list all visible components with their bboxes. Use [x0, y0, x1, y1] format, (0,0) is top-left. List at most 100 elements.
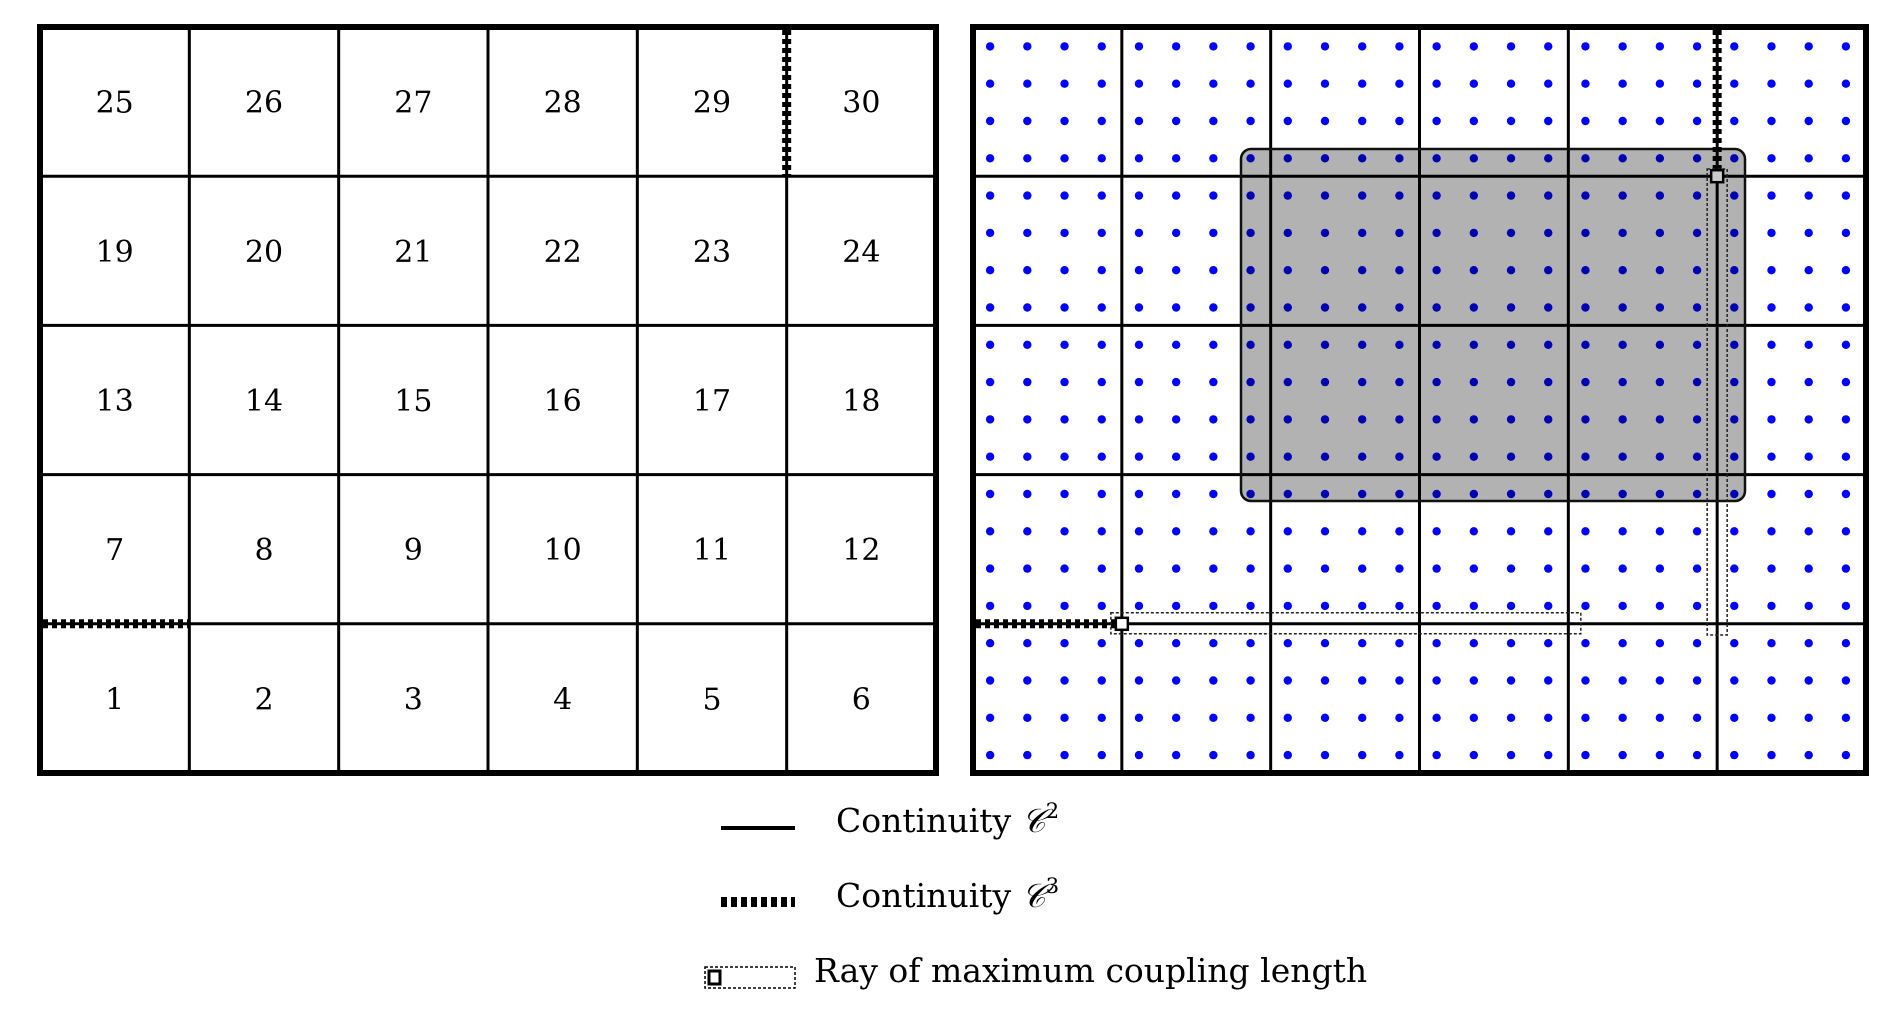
- control-point-dot: [1655, 750, 1665, 760]
- control-point-dot: [985, 452, 995, 461]
- control-point-dot: [1469, 489, 1479, 499]
- control-point-dot: [1209, 601, 1218, 611]
- control-point-dot: [1655, 676, 1665, 685]
- control-point-dot: [1544, 415, 1553, 424]
- control-point-dot: [1581, 377, 1590, 387]
- control-point-dot: [1730, 527, 1739, 536]
- control-point-dot: [1320, 377, 1330, 387]
- control-point-dot: [1692, 303, 1702, 312]
- control-point-dot: [1692, 713, 1702, 722]
- control-point-dot: [1506, 750, 1516, 760]
- control-point-dot: [1209, 42, 1218, 51]
- control-point-dot: [1506, 191, 1516, 200]
- control-point-dot: [1246, 527, 1255, 536]
- control-point-dot: [1692, 228, 1702, 238]
- control-point-dot: [1544, 340, 1553, 349]
- control-point-dot: [1209, 415, 1218, 424]
- control-point-dot: [1060, 489, 1069, 499]
- control-point-dot: [1469, 713, 1479, 722]
- control-point-dot: [1023, 228, 1032, 238]
- control-point-dot: [1395, 265, 1404, 275]
- control-point-dot: [1692, 452, 1702, 461]
- control-point-dot: [1730, 564, 1739, 573]
- control-point-dot: [1618, 191, 1627, 200]
- control-point-dot: [1023, 601, 1032, 611]
- control-point-dot: [1432, 265, 1441, 275]
- control-point-dot: [1767, 601, 1776, 611]
- control-point-dot: [1171, 750, 1181, 760]
- control-point-dot: [1544, 750, 1553, 760]
- control-point-dot: [1097, 415, 1106, 424]
- control-point-dot: [1097, 713, 1106, 722]
- control-point-dot: [1134, 154, 1144, 163]
- control-point-dot: [1581, 303, 1590, 312]
- control-point-dot: [1655, 489, 1665, 499]
- control-point-dot: [1357, 564, 1367, 573]
- control-point-dot: [1655, 191, 1665, 200]
- control-point-dot: [1804, 415, 1813, 424]
- control-point-dot: [1618, 489, 1627, 499]
- patch-number-label: 29: [693, 86, 731, 121]
- control-point-dot: [985, 638, 995, 648]
- control-point-dot: [1060, 750, 1069, 760]
- legend: Continuity 𝒞2 Continuity 𝒞3 Ray of maxim…: [704, 799, 1367, 990]
- control-point-dot: [1320, 713, 1330, 722]
- control-point-dot: [1730, 415, 1739, 424]
- control-point-dot: [985, 116, 995, 126]
- control-point-dot: [1730, 750, 1739, 760]
- control-point-dot: [1544, 154, 1553, 163]
- control-point-dot: [1171, 415, 1181, 424]
- control-point-dot: [1320, 676, 1330, 685]
- control-point-dot: [1097, 340, 1106, 349]
- control-point-dot: [1357, 116, 1367, 126]
- control-point-dot: [1432, 489, 1441, 499]
- control-point-dot: [1767, 564, 1776, 573]
- control-point-dot: [1841, 42, 1851, 51]
- control-point-dot: [1469, 228, 1479, 238]
- control-point-dot: [1767, 79, 1776, 88]
- control-point-dot: [1506, 676, 1516, 685]
- control-point-dot: [1395, 228, 1404, 238]
- control-point-dot: [1246, 676, 1255, 685]
- legend-c3-label: Continuity 𝒞3: [836, 874, 1059, 915]
- control-point-dot: [1544, 79, 1553, 88]
- control-point-dot: [1097, 42, 1106, 51]
- control-point-dot: [1246, 265, 1255, 275]
- control-point-dot: [1023, 42, 1032, 51]
- control-point-dot: [1283, 676, 1292, 685]
- control-point-dot: [1395, 154, 1404, 163]
- control-point-dot: [1618, 713, 1627, 722]
- control-point-dot: [1134, 713, 1144, 722]
- control-point-dot: [1395, 79, 1404, 88]
- control-point-dot: [1395, 340, 1404, 349]
- control-point-dot: [1655, 638, 1665, 648]
- control-point-dot: [1246, 415, 1255, 424]
- control-point-dot: [1618, 750, 1627, 760]
- control-point-dot: [1730, 191, 1739, 200]
- control-point-dot: [1357, 154, 1367, 163]
- control-point-dot: [1581, 638, 1590, 648]
- control-point-dot: [1134, 191, 1144, 200]
- control-point-dot: [1692, 638, 1702, 648]
- control-point-dot: [1357, 601, 1367, 611]
- control-point-dot: [1171, 303, 1181, 312]
- control-point-dot: [1209, 377, 1218, 387]
- control-point-dot: [1283, 228, 1292, 238]
- control-point-dot: [1506, 564, 1516, 573]
- control-point-dot: [1023, 713, 1032, 722]
- control-point-dot: [1692, 42, 1702, 51]
- control-point-dot: [1841, 79, 1851, 88]
- control-point-dot: [1841, 228, 1851, 238]
- patch-number-label: 7: [105, 533, 124, 568]
- control-point-dot: [1320, 79, 1330, 88]
- control-point-dot: [1655, 265, 1665, 275]
- control-point-dot: [1246, 750, 1255, 760]
- control-point-dot: [1320, 42, 1330, 51]
- control-point-dot: [1395, 415, 1404, 424]
- control-point-dot: [1767, 265, 1776, 275]
- control-point-dot: [1060, 676, 1069, 685]
- control-point-dot: [1841, 489, 1851, 499]
- control-point-dot: [1171, 564, 1181, 573]
- control-point-dot: [1804, 340, 1813, 349]
